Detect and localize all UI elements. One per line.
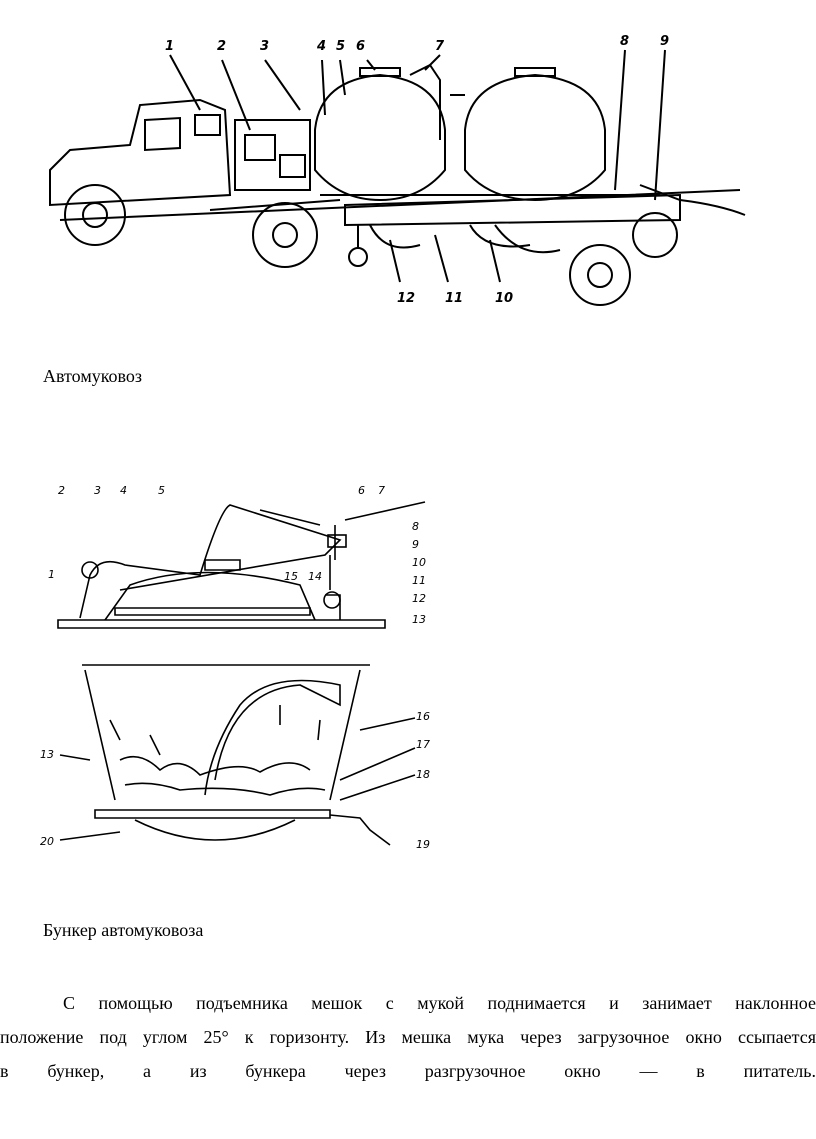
callout-13: 13 [40,748,54,761]
callout-14: 14 [308,570,322,583]
callout-10: 10 [412,556,426,569]
callout-5: 5 [336,39,345,54]
callout-12: 12 [397,291,415,306]
callout-2: 2 [217,39,226,54]
callout-17: 17 [416,738,430,751]
paragraph-line-2: положение под углом 25° к горизонту. Из … [0,1027,816,1047]
truck-illustration: 1 2 3 4 5 6 7 8 9 12 11 10 [49,34,746,306]
callout-11: 11 [412,574,426,587]
callout-4: 4 [120,484,127,497]
callout-19: 19 [416,838,430,851]
callout-6: 6 [358,484,365,497]
hatch-lid-illustration: 2 3 4 5 6 7 8 9 1 10 11 12 13 15 14 [48,484,426,629]
callout-4: 4 [316,39,326,54]
callout-6: 6 [356,39,365,54]
figure2-caption: Бункер автомуковоза [43,920,204,940]
callout-12: 12 [412,592,426,605]
callout-20: 20 [40,835,54,848]
callout-5: 5 [158,484,165,497]
callout-9: 9 [660,34,669,49]
callout-8: 8 [412,520,419,533]
callout-13: 13 [412,613,426,626]
callout-1: 1 [48,568,55,581]
callout-18: 18 [416,768,430,781]
callout-9: 9 [412,538,419,551]
callout-16: 16 [416,710,430,723]
callout-11: 11 [445,291,463,306]
callout-10: 10 [495,291,513,306]
bunker-illustration: 13 16 17 18 19 20 [40,664,430,851]
callout-8: 8 [620,34,629,49]
callout-3: 3 [260,39,269,54]
paragraph-line-1: С помощью подъемника мешок с мукой подни… [63,993,816,1013]
callout-7: 7 [435,39,445,54]
callout-7: 7 [378,484,385,497]
callout-15: 15 [284,570,298,583]
paragraph-line-3: в бункер, а из бункера через разгрузочно… [0,1061,816,1081]
callout-2: 2 [58,484,65,497]
callout-1: 1 [165,39,174,54]
callout-3: 3 [94,484,101,497]
figure1-caption: Автомуковоз [43,366,143,386]
body-paragraph: С помощью подъемника мешок с мукой подни… [0,986,816,1088]
